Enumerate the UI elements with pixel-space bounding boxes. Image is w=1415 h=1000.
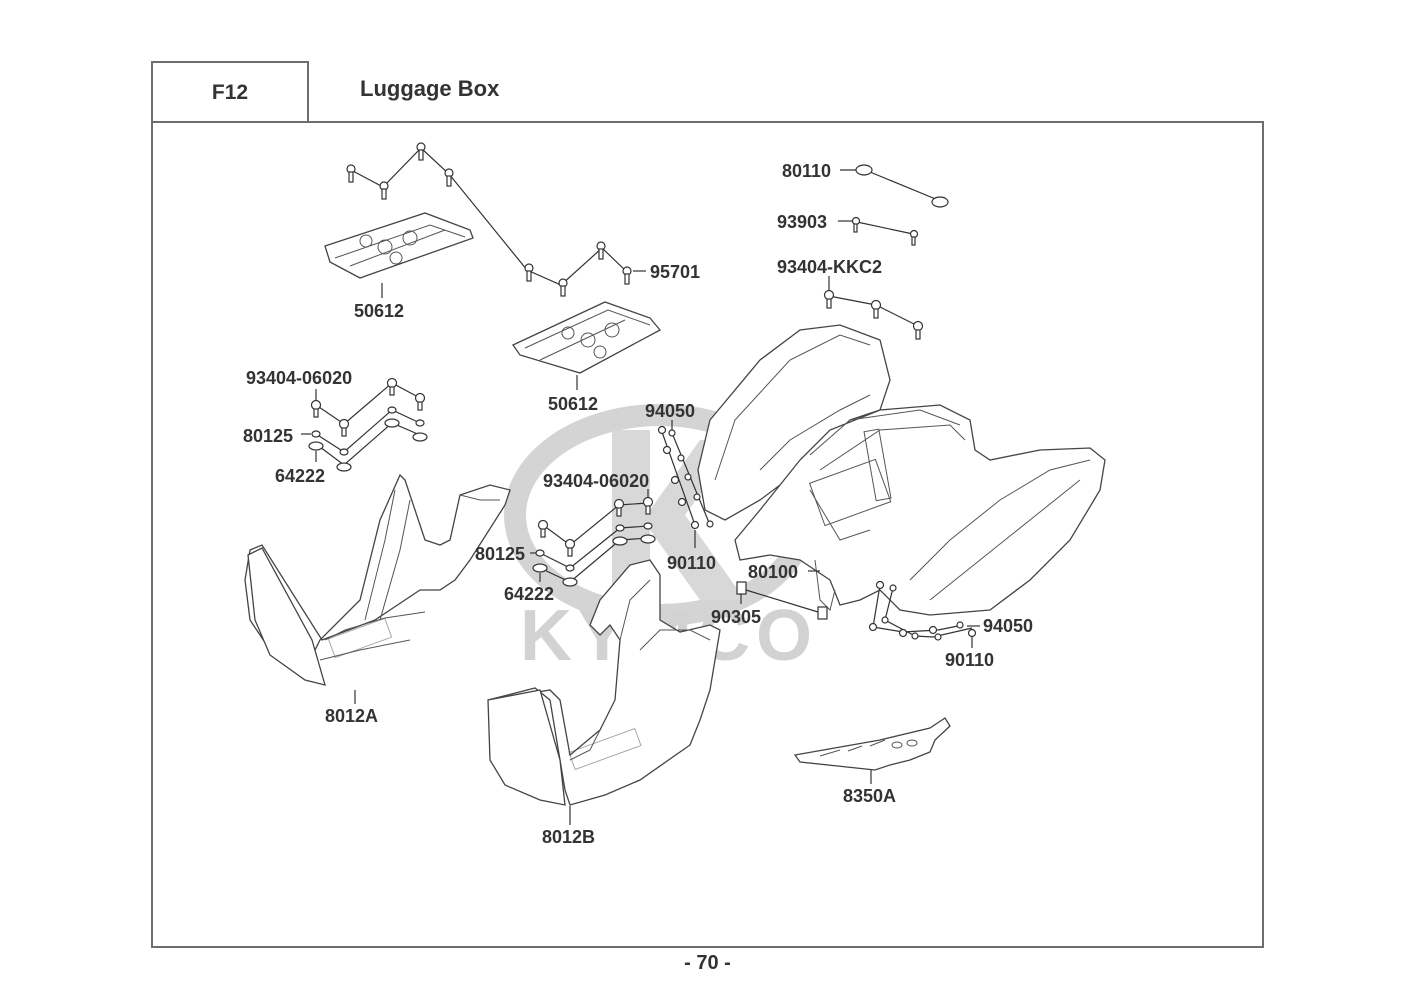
section-code: F12 — [211, 80, 249, 104]
part-label: 64222 — [275, 466, 325, 486]
fastener-group-upper-right — [823, 164, 949, 340]
part-label: 90110 — [667, 553, 716, 573]
part-label: 64222 — [504, 584, 554, 604]
part-label: 8350A — [843, 786, 896, 806]
part-label: 95701 — [650, 262, 700, 282]
part-label: 93404-06020 — [246, 368, 352, 388]
part-labels: 50612 95701 50612 80110 93903 93404-KKC2… — [243, 161, 1033, 847]
part-label: 80125 — [475, 544, 525, 564]
rear-fender-80100 — [697, 324, 1106, 616]
floor-panel-8012a — [244, 473, 511, 704]
bolt-ladder-center — [657, 420, 714, 548]
fastener-group-center — [530, 489, 656, 587]
part-label: 8012A — [325, 706, 378, 726]
page-number: - 70 - — [684, 952, 731, 974]
carrier-plate-rear — [324, 212, 474, 298]
part-label: 80110 — [782, 161, 831, 181]
part-label: 50612 — [548, 394, 598, 414]
heat-shield-8350a — [793, 717, 951, 784]
section-title: Luggage Box — [360, 76, 500, 101]
diagram-frame — [151, 121, 1264, 948]
part-label: 90305 — [711, 607, 761, 627]
bolt-ladder-right — [868, 580, 980, 648]
floor-panel-8012b — [487, 559, 721, 825]
clip-nut-pair-90305 — [736, 581, 828, 620]
part-label: 93404-06020 — [543, 471, 649, 491]
part-label: 94050 — [645, 401, 695, 421]
part-label: 80125 — [243, 426, 293, 446]
part-label: 93404-KKC2 — [777, 257, 882, 277]
part-label: 90110 — [945, 650, 994, 670]
part-label: 50612 — [354, 301, 404, 321]
fastener-group-left — [301, 377, 428, 472]
part-label: 80100 — [748, 562, 798, 582]
section-code-cell: F12 — [151, 61, 309, 122]
carrier-plate-front — [512, 301, 662, 390]
part-label: 93903 — [777, 212, 827, 232]
part-label: 8012B — [542, 827, 595, 847]
bolt-chain-95701 — [346, 142, 646, 297]
part-label: 94050 — [983, 616, 1033, 636]
